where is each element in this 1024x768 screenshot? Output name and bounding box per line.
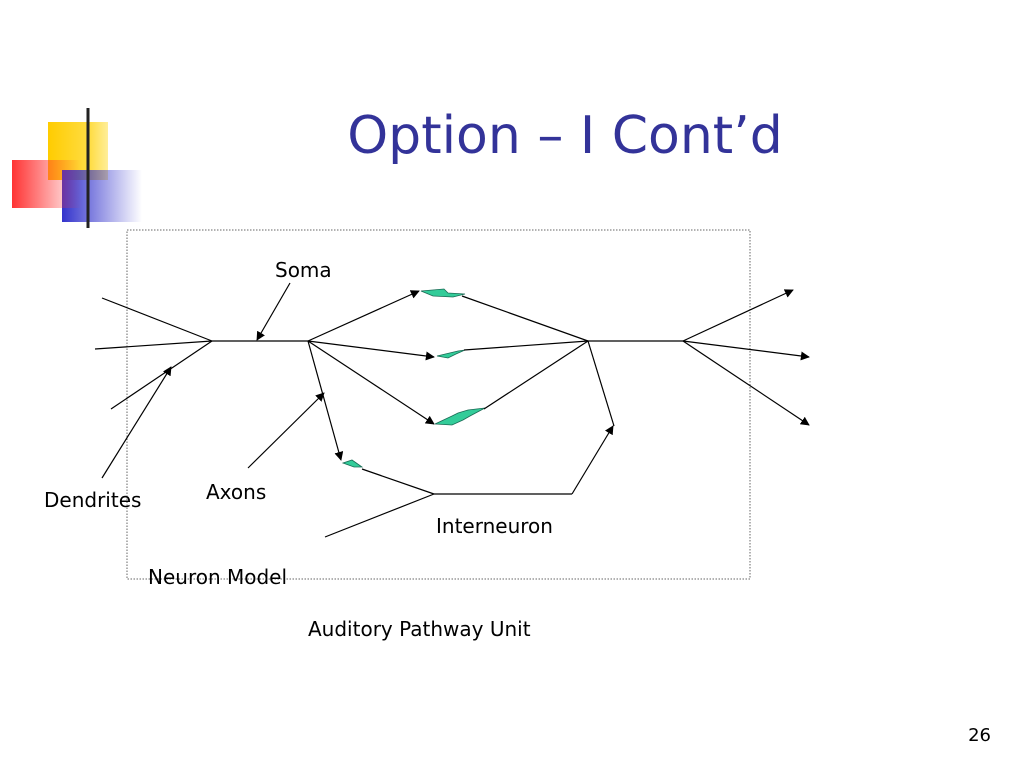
axon-arrow bbox=[307, 290, 420, 342]
output-arrow bbox=[682, 340, 810, 426]
synapse-mark bbox=[436, 349, 466, 359]
label-pointers bbox=[101, 282, 325, 479]
synapses bbox=[341, 288, 486, 468]
axons-label: Axons bbox=[206, 480, 266, 504]
axons bbox=[307, 290, 435, 461]
synapse-mark bbox=[341, 459, 364, 468]
connection-line bbox=[483, 340, 589, 410]
output-arrow bbox=[682, 340, 810, 361]
connection-line bbox=[587, 340, 615, 427]
interneuron-label: Interneuron bbox=[436, 514, 553, 538]
interneuron-feedback-arrow bbox=[571, 425, 614, 495]
neuron-model-label: Neuron Model bbox=[148, 565, 287, 589]
dendrites bbox=[94, 297, 213, 410]
soma-label: Soma bbox=[275, 258, 332, 282]
connection-line bbox=[361, 468, 435, 495]
axons-pointer-arrow bbox=[247, 392, 325, 469]
slide-number: 26 bbox=[968, 725, 991, 746]
connection-line bbox=[461, 295, 589, 342]
connections bbox=[324, 295, 615, 538]
dendrites-pointer-arrow bbox=[101, 366, 172, 479]
dendrite-line bbox=[110, 340, 213, 410]
title-decoration bbox=[12, 108, 980, 228]
synapse-mark bbox=[434, 407, 486, 426]
soma-pointer-arrow bbox=[256, 282, 291, 341]
interneuron-input-line bbox=[324, 493, 435, 538]
diagram-caption: Auditory Pathway Unit bbox=[308, 617, 531, 641]
synapse-mark bbox=[420, 288, 466, 298]
connection-line bbox=[463, 340, 589, 351]
output-arrow bbox=[682, 289, 794, 342]
dendrite-line bbox=[101, 297, 213, 342]
dendrite-line bbox=[94, 340, 213, 350]
slide-title: Option – I Cont’d bbox=[347, 106, 783, 166]
output-axons bbox=[682, 289, 810, 426]
axon-arrow bbox=[307, 340, 435, 425]
axon-arrow bbox=[307, 340, 435, 361]
dendrites-label: Dendrites bbox=[44, 488, 141, 512]
